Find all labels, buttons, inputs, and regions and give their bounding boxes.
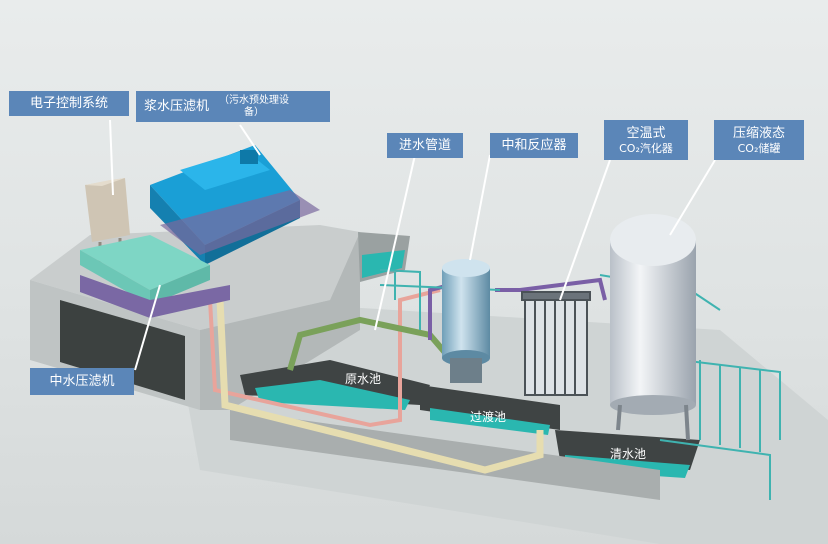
label-electronic-control: 电子控制系统 — [9, 91, 129, 116]
vaporizer-shape — [521, 291, 591, 396]
inlet-pipe-green — [287, 316, 463, 372]
slurry-press-shape — [150, 145, 320, 265]
raw-pool-water — [255, 380, 410, 410]
label-slurry-press-text: 浆水压滤机 — [144, 98, 210, 114]
label-slurry-press-note: （污水预处理设 备） — [219, 95, 289, 119]
platform-side — [200, 232, 360, 410]
label-co2-tank: 压缩液态 CO₂储罐 — [714, 120, 804, 160]
label-slurry-press: 浆水压滤机 （污水预处理设 备） — [136, 91, 330, 122]
label-vaporizer-line1: 空温式 — [626, 125, 666, 141]
upper-basin-water — [362, 250, 405, 278]
label-vaporizer-line2: CO₂汽化器 — [619, 141, 673, 155]
label-slurry-press-note-line1: （污水预处理设 — [219, 94, 290, 106]
reclaim-press-shape — [80, 235, 230, 318]
label-clear-pool: 清水池 — [610, 447, 647, 461]
transition-pool-channel — [420, 385, 560, 430]
cream-pipe — [216, 299, 544, 474]
label-vaporizer: 空温式 CO₂汽化器 — [604, 120, 688, 160]
pink-pipe — [208, 288, 441, 428]
purple-pipe-2 — [495, 277, 607, 301]
neutralization-reactor-shape — [442, 259, 490, 383]
transition-pool-water — [430, 408, 550, 435]
co2-tank-shape — [610, 214, 696, 441]
label-slurry-press-note-line2: 备） — [244, 106, 265, 118]
label-reclaim-press: 中水压滤机 — [30, 368, 134, 395]
leader-lines — [109, 119, 716, 371]
label-transition-pool: 过渡池 — [470, 410, 507, 424]
label-raw-pool: 原水池 — [345, 372, 382, 386]
platform-opening — [60, 300, 185, 400]
label-co2-tank-line2: CO₂储罐 — [737, 141, 781, 155]
label-neutralization-reactor: 中和反应器 — [490, 133, 578, 158]
label-co2-tank-line1: 压缩液态 — [732, 125, 785, 141]
label-inlet-pipe: 进水管道 — [387, 133, 463, 158]
